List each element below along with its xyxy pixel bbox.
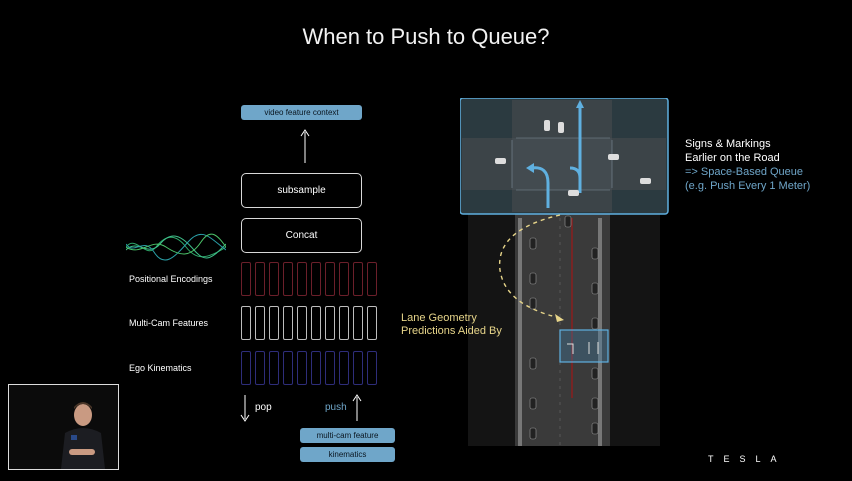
concat-box: Concat bbox=[241, 218, 362, 253]
lane-geometry-annotation: Lane Geometry Predictions Aided By bbox=[401, 312, 502, 338]
mc-cell bbox=[325, 306, 335, 340]
pe-cell bbox=[241, 262, 251, 296]
ek-cell bbox=[297, 351, 307, 385]
ek-cell bbox=[269, 351, 279, 385]
ek-cell bbox=[339, 351, 349, 385]
push-up-arrow-icon bbox=[352, 394, 362, 422]
lane-line-1: Lane Geometry bbox=[401, 312, 477, 324]
queue-line-2: (e.g. Push Every 1 Meter) bbox=[685, 180, 811, 192]
ek-cell bbox=[283, 351, 293, 385]
push-label: push bbox=[325, 402, 347, 413]
ek-cell bbox=[353, 351, 363, 385]
lane-geometry-arrow-icon bbox=[485, 210, 585, 325]
ek-cell bbox=[255, 351, 265, 385]
positional-encoding-cells bbox=[241, 262, 377, 296]
pe-cell bbox=[311, 262, 321, 296]
pe-cell bbox=[367, 262, 377, 296]
slide-title: When to Push to Queue? bbox=[302, 24, 550, 49]
speaker-video-inset bbox=[8, 384, 119, 470]
mc-cell bbox=[283, 306, 293, 340]
ek-cell bbox=[325, 351, 335, 385]
road-visualization bbox=[459, 97, 670, 446]
signs-line-2: Earlier on the Road bbox=[685, 152, 780, 164]
mc-cell bbox=[339, 306, 349, 340]
queue-line-1: => Space-Based Queue bbox=[685, 166, 804, 178]
mc-cell bbox=[367, 306, 377, 340]
row-label-ego-kinematics: Ego Kinematics bbox=[129, 363, 192, 373]
multi-cam-feature-pill: multi-cam feature bbox=[300, 428, 395, 443]
mc-cell bbox=[269, 306, 279, 340]
positional-encoding-wave-icon bbox=[125, 232, 227, 262]
pe-cell bbox=[297, 262, 307, 296]
ek-cell bbox=[311, 351, 321, 385]
row-label-multi-cam-features: Multi-Cam Features bbox=[129, 318, 209, 328]
ek-cell bbox=[241, 351, 251, 385]
tesla-logo: TESLA bbox=[708, 454, 787, 464]
pop-label: pop bbox=[255, 402, 272, 413]
mc-cell bbox=[297, 306, 307, 340]
signs-annotation: Signs & Markings Earlier on the Road => … bbox=[685, 137, 810, 193]
up-arrow-icon bbox=[300, 128, 310, 164]
pe-cell bbox=[339, 262, 349, 296]
row-label-positional-encodings: Positional Encodings bbox=[129, 274, 213, 284]
subsample-box: subsample bbox=[241, 173, 362, 208]
pe-cell bbox=[255, 262, 265, 296]
mc-cell bbox=[255, 306, 265, 340]
pe-cell bbox=[325, 262, 335, 296]
video-feature-context-pill: video feature context bbox=[241, 105, 362, 120]
ek-cell bbox=[367, 351, 377, 385]
pe-cell bbox=[353, 262, 363, 296]
mc-cell bbox=[241, 306, 251, 340]
lane-line-2: Predictions Aided By bbox=[401, 325, 502, 337]
signs-line-1: Signs & Markings bbox=[685, 138, 771, 150]
pe-cell bbox=[283, 262, 293, 296]
down-arrow-icon bbox=[240, 394, 250, 422]
pe-cell bbox=[269, 262, 279, 296]
mc-cell bbox=[353, 306, 363, 340]
mc-cell bbox=[311, 306, 321, 340]
kinematics-pill: kinematics bbox=[300, 447, 395, 462]
multi-cam-feature-cells bbox=[241, 306, 377, 340]
ego-kinematics-cells bbox=[241, 351, 377, 385]
